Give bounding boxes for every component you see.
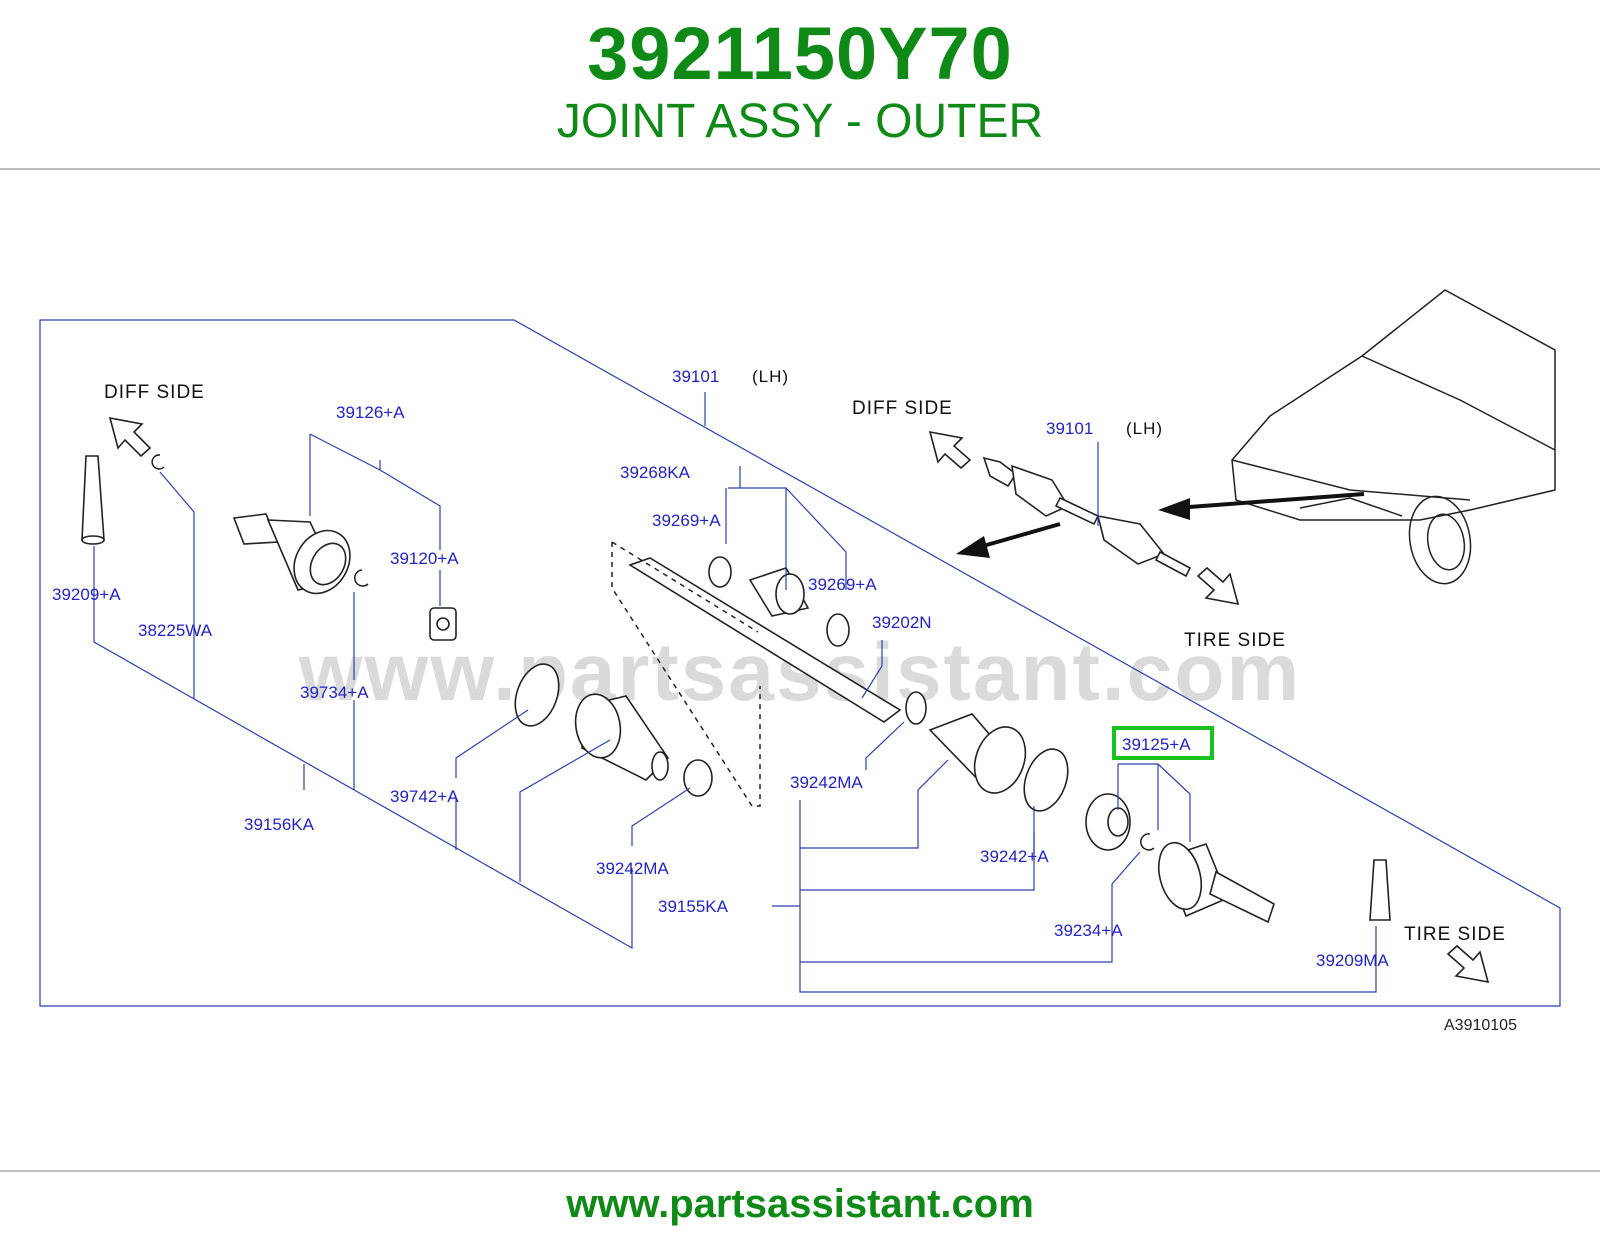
label-39209-a: 39209+A [52, 585, 121, 604]
snap-ring-small-drawing [151, 454, 165, 470]
diff-side-arrow-left [108, 416, 152, 458]
watermark: www.partsassistant.com [298, 627, 1302, 718]
leader-lines [93, 392, 1377, 993]
damper-band-a-drawing [708, 556, 732, 588]
label-39126: 39126+A [336, 403, 405, 422]
label-38225wa: 38225WA [138, 621, 213, 640]
inner-joint-drawing [232, 513, 351, 595]
tire-side-label-inset: TIRE SIDE [1184, 630, 1286, 651]
bearing-cage-drawing [1085, 793, 1131, 851]
label-39101-inset: 39101 [1046, 419, 1093, 438]
diff-side-label-left: DIFF SIDE [104, 382, 205, 403]
label-39242-a: 39242+A [980, 847, 1049, 866]
boot-band-large-left-drawing [514, 663, 560, 727]
vehicle-inset [1231, 289, 1556, 585]
outer-joint-drawing [1157, 841, 1275, 924]
diff-side-label-inset: DIFF SIDE [852, 398, 953, 419]
label-39101: 39101 [672, 367, 719, 386]
tire-side-arrow-right [1446, 944, 1490, 984]
label-39734: 39734+A [300, 683, 369, 702]
diagram-code: A3910105 [1444, 1017, 1517, 1034]
tripod-drawing [429, 607, 457, 641]
part-description: JOINT ASSY - OUTER [556, 95, 1044, 148]
snap-ring-drawing [354, 569, 369, 587]
driveshaft-inset-drawing [982, 456, 1192, 578]
label-39125-highlighted[interactable]: 39125+A [1122, 735, 1191, 754]
arrow-away [975, 522, 1061, 550]
bolt-right-drawing [1369, 859, 1391, 921]
label-39268ka: 39268KA [620, 463, 691, 482]
diagram-frame [39, 319, 1561, 1007]
boot-band-large-right-drawing [1023, 748, 1069, 812]
bolt-left-drawing [81, 455, 105, 545]
arrow-tire-side-inset [1196, 566, 1240, 606]
label-39242ma-right: 39242MA [790, 773, 863, 792]
label-39120: 39120+A [390, 549, 459, 568]
shaft-drawing [611, 541, 902, 807]
label-39242ma-left: 39242MA [596, 859, 669, 878]
damper-band-b-drawing [826, 613, 850, 647]
label-39269-a-top: 39269+A [652, 511, 721, 530]
arrow-to-car [1175, 492, 1365, 510]
circlip-drawing [1140, 833, 1155, 851]
highlight-box-39125[interactable] [1112, 726, 1214, 760]
damper-drawing [748, 567, 810, 617]
footer-url[interactable]: www.partsassistant.com [566, 1182, 1034, 1226]
page-header: 3921150Y70 JOINT ASSY - OUTER [0, 0, 1600, 168]
boot-band-small-right-drawing [905, 691, 927, 725]
footer-divider [0, 1170, 1600, 1172]
part-number: 3921150Y70 [587, 12, 1013, 95]
parts-diagram: www.partsassistant.com DIFF SIDE [39, 289, 1561, 1034]
lh-label-inset: (LH) [1126, 419, 1163, 438]
boot-band-small-left-drawing [683, 759, 713, 797]
label-39202n: 39202N [872, 613, 932, 632]
header-divider [0, 168, 1600, 170]
label-39269-a-bottom: 39269+A [808, 575, 877, 594]
arrow-away-head [956, 536, 990, 558]
arrow-to-car-head [1158, 498, 1190, 520]
label-39155ka: 39155KA [658, 897, 729, 916]
label-39209ma: 39209MA [1316, 951, 1389, 970]
tire-side-label-right: TIRE SIDE [1404, 924, 1506, 945]
lh-label: (LH) [752, 367, 789, 386]
boot-inner-drawing [574, 693, 670, 781]
label-39156ka: 39156KA [244, 815, 315, 834]
boot-outer-drawing [928, 713, 1027, 794]
label-39742: 39742+A [390, 787, 459, 806]
label-39234: 39234+A [1054, 921, 1123, 940]
arrow-diff-side-inset [928, 430, 972, 470]
